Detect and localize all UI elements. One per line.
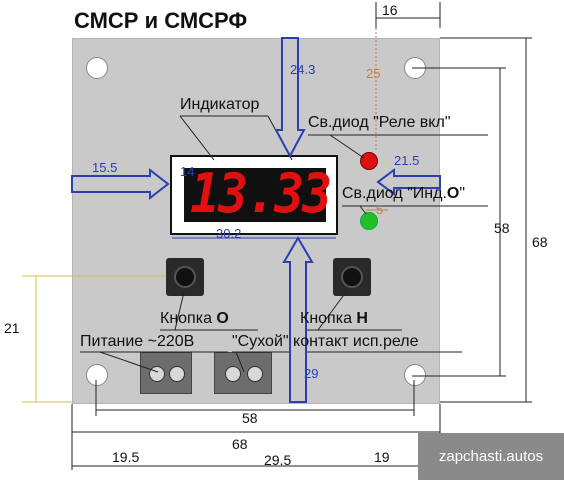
dim-24-3: 24.3 bbox=[290, 62, 316, 77]
arrow-right-21-5 bbox=[376, 168, 441, 196]
label-led-ind: Св.диод "Инд.О" bbox=[342, 185, 465, 203]
dim-14: 14 bbox=[180, 164, 195, 179]
relay-leader bbox=[235, 351, 245, 373]
led-ind-o bbox=[360, 212, 378, 230]
label-button-n: Кнопка Н bbox=[300, 310, 368, 328]
dim-19: 19 bbox=[374, 449, 390, 465]
terminal-screw bbox=[169, 366, 185, 382]
indicator-window: 13.33 bbox=[184, 162, 332, 225]
dim-21-left: 21 bbox=[4, 320, 20, 336]
dim-25: 25 bbox=[366, 66, 381, 81]
label-button-o-bold: О bbox=[216, 310, 229, 327]
dim-5: 5 bbox=[376, 202, 384, 217]
button-o-leader bbox=[174, 291, 185, 331]
dim-68-right: 68 bbox=[532, 234, 548, 250]
mounting-hole-bottom-left bbox=[86, 364, 108, 386]
label-button-n-prefix: Кнопка bbox=[300, 310, 357, 327]
button-o[interactable] bbox=[166, 258, 204, 296]
button-n-cap bbox=[341, 266, 363, 288]
terminal-screw bbox=[225, 366, 241, 382]
label-led-ind-prefix: Св.диод "Инд. bbox=[342, 185, 447, 202]
dim-29: 29 bbox=[304, 366, 319, 381]
led-relay-leader bbox=[329, 134, 365, 159]
arrow-bottom-29 bbox=[282, 236, 314, 403]
mounting-hole-top-left bbox=[86, 57, 108, 79]
watermark-badge: zapchasti.autos bbox=[418, 433, 564, 480]
label-led-ind-bold: О bbox=[446, 185, 460, 202]
dim-58-right: 58 bbox=[494, 220, 510, 236]
button-o-cap bbox=[174, 266, 196, 288]
dim-19-5: 19.5 bbox=[112, 449, 140, 465]
label-led-relay: Св.диод "Реле вкл" bbox=[308, 114, 451, 131]
dim-58-bottom: 58 bbox=[242, 410, 258, 426]
dim-30-2: 30.2 bbox=[216, 226, 242, 241]
dim-29-5: 29.5 bbox=[264, 452, 292, 468]
terminal-screw bbox=[247, 366, 263, 382]
button-n-leader bbox=[317, 291, 347, 331]
led-ind-leader bbox=[359, 205, 367, 215]
label-dry-contact: "Сухой" контакт исп.реле bbox=[232, 333, 419, 350]
dim-16: 16 bbox=[382, 2, 398, 18]
page-title: СМСР и СМСРФ bbox=[74, 8, 248, 33]
label-led-ind-suffix: " bbox=[459, 185, 466, 202]
indicator-digits: 13.33 bbox=[190, 162, 332, 225]
dim-21-5: 21.5 bbox=[394, 153, 420, 168]
button-n[interactable] bbox=[333, 258, 371, 296]
indicator-leader bbox=[179, 115, 215, 161]
label-power: Питание ~220В bbox=[80, 333, 195, 350]
led-relay-on bbox=[360, 152, 378, 170]
mounting-hole-bottom-right bbox=[404, 364, 426, 386]
arrow-top-24-3 bbox=[274, 37, 306, 159]
label-button-n-bold: Н bbox=[356, 310, 368, 327]
label-indicator: Индикатор bbox=[180, 96, 260, 113]
power-leader bbox=[99, 351, 159, 373]
label-button-o: Кнопка О bbox=[160, 310, 229, 328]
power-terminal-block bbox=[140, 352, 192, 394]
dim-15-5: 15.5 bbox=[92, 160, 118, 175]
arrow-left-15-5 bbox=[71, 167, 170, 201]
seven-segment-indicator: 13.33 bbox=[170, 155, 338, 235]
label-button-o-prefix: Кнопка bbox=[160, 310, 217, 327]
dim-68-bottom: 68 bbox=[232, 436, 248, 452]
